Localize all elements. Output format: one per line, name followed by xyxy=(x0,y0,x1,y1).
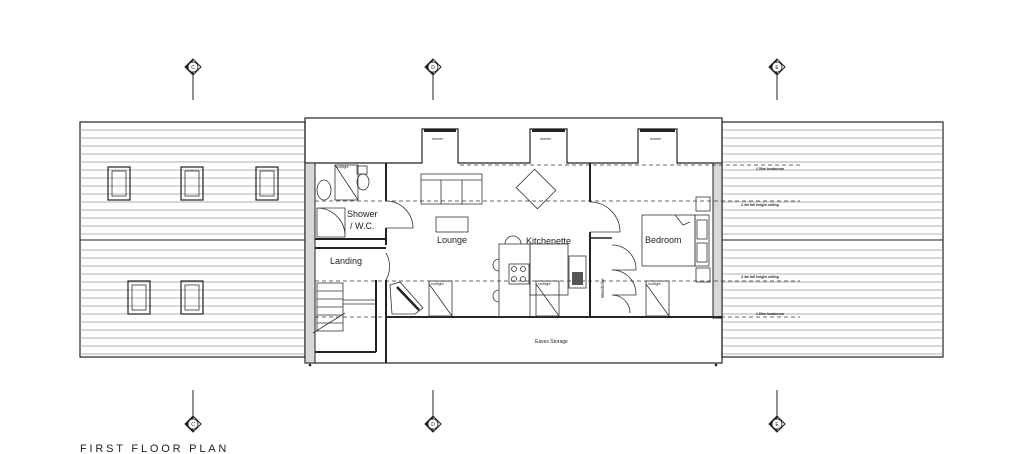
grid-marker-label: E xyxy=(775,65,779,71)
hob xyxy=(508,263,530,285)
label-rooflight: rooflight xyxy=(431,282,443,286)
label-eaves-storage: Eaves Storage xyxy=(535,339,568,345)
label-landing: Landing xyxy=(330,256,362,266)
roof-right xyxy=(721,121,944,358)
grid-marker: E xyxy=(768,58,786,100)
grid-marker: D xyxy=(424,390,442,433)
shower-tray xyxy=(316,207,346,238)
grid-marker-label: D xyxy=(431,422,435,428)
grid-marker-label: E xyxy=(775,422,779,428)
grid-marker-label: C xyxy=(191,422,195,428)
room-labels: Shower / W.C. Lounge Kitchenette Bedroom… xyxy=(330,137,682,345)
label-wardrobe: Wardrobe xyxy=(600,278,605,298)
grid-marker: E xyxy=(768,390,786,433)
label-lounge: Lounge xyxy=(437,235,467,245)
grid-marker: C xyxy=(184,58,202,100)
annotation: 2.4m full height ceiling xyxy=(741,203,779,207)
armchair xyxy=(515,168,557,210)
annotation: 1.50m headroom xyxy=(756,167,784,171)
toilet xyxy=(356,173,370,191)
sink xyxy=(568,255,587,289)
label-dormer: dormer xyxy=(432,137,444,141)
roof-window xyxy=(180,280,204,315)
grid-marker: D xyxy=(424,58,442,100)
grid-markers: C D E C D E xyxy=(184,58,786,433)
drawing-title: FIRST FLOOR PLAN xyxy=(80,443,229,454)
sofa xyxy=(420,173,483,205)
coffee-table xyxy=(435,216,469,233)
grid-marker-label: C xyxy=(191,65,195,71)
headroom-annotations: 1.50m headroom 2.4m full height ceiling … xyxy=(741,167,784,316)
roof-window xyxy=(180,166,204,201)
annotation: 1.50m headroom xyxy=(756,312,784,316)
roof-window xyxy=(255,166,279,201)
label-kitchenette: Kitchenette xyxy=(526,236,571,246)
roof-windows xyxy=(107,166,279,315)
label-dormer: dormer xyxy=(540,137,552,141)
label-dormer: dormer xyxy=(650,137,662,141)
roof-window xyxy=(127,280,151,315)
grid-marker: C xyxy=(184,390,202,433)
label-bedroom: Bedroom xyxy=(645,235,682,245)
annotation: 2.4m full height ceiling xyxy=(741,275,779,279)
label-rooflight: rooflight xyxy=(336,165,348,169)
building xyxy=(304,117,800,367)
staircase xyxy=(312,282,376,334)
roof-window xyxy=(107,166,131,201)
label-rooflight: rooflight xyxy=(648,282,660,286)
label-wc: / W.C. xyxy=(350,221,375,231)
roof-left xyxy=(79,121,306,358)
label-shower: Shower xyxy=(347,209,378,219)
label-rooflight: rooflight xyxy=(538,282,550,286)
grid-marker-label: D xyxy=(431,65,435,71)
basin xyxy=(316,179,332,201)
